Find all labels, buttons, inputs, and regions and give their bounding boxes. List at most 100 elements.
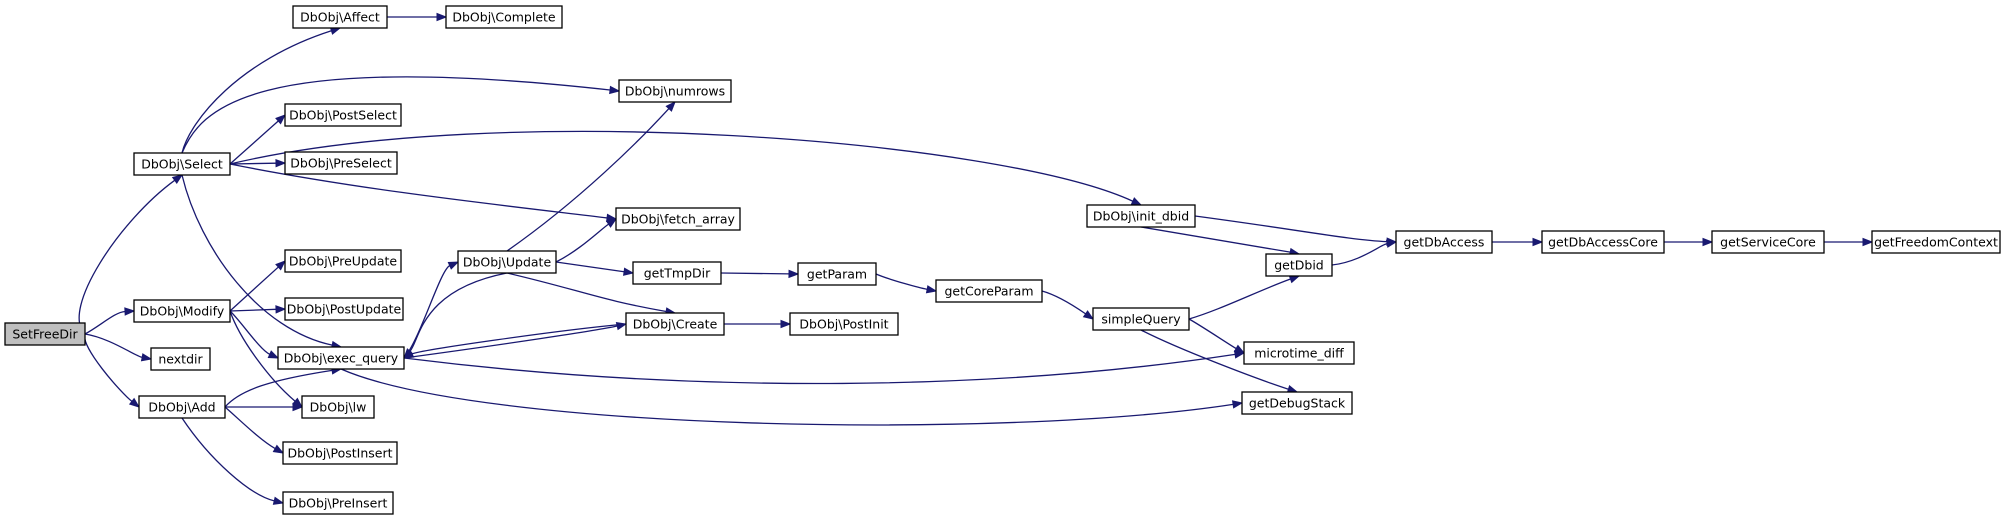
edge-modify-to-postupdate — [229, 305, 287, 314]
node-label: nextdir — [158, 352, 203, 367]
edge-line — [340, 368, 1234, 426]
edge-line — [555, 223, 609, 263]
node-box — [1092, 307, 1190, 331]
edge-simplequery-to-getdebugstack — [1140, 329, 1299, 394]
node-postupdate[interactable]: DbObj\PostUpdate — [284, 297, 404, 321]
edge-exec_query-to-update — [403, 261, 460, 359]
node-box — [277, 346, 405, 370]
node-getdbaccesscore[interactable]: getDbAccessCore — [1541, 230, 1665, 254]
node-postinit[interactable]: DbObj\PostInit — [789, 312, 899, 336]
node-label: DbObj\Modify — [140, 304, 225, 319]
node-getdbaccess[interactable]: getDbAccess — [1395, 230, 1493, 254]
node-box — [292, 5, 388, 29]
node-preupdate[interactable]: DbObj\PreUpdate — [284, 249, 402, 273]
arrowhead — [1082, 310, 1095, 320]
node-box — [301, 395, 375, 419]
edge-simplequery-to-getdbid — [1188, 275, 1301, 320]
arrowhead — [128, 397, 141, 408]
node-box — [797, 262, 877, 286]
edge-line — [229, 163, 608, 219]
node-label: DbObj\PostInit — [799, 317, 888, 332]
edge-line — [506, 272, 667, 313]
edge-line — [181, 174, 333, 346]
node-nextdir[interactable]: nextdir — [150, 347, 211, 371]
edge-line — [875, 273, 928, 290]
node-getdbid[interactable]: getDbid — [1265, 253, 1333, 277]
arrowhead — [925, 285, 938, 294]
arrowhead — [780, 319, 792, 329]
node-box — [284, 249, 402, 273]
arrowhead — [1233, 344, 1246, 354]
node-init_dbid[interactable]: DbObj\init_dbid — [1086, 204, 1196, 228]
node-getfreedomcontext[interactable]: getFreedomContext — [1871, 230, 2001, 254]
node-simplequery[interactable]: simpleQuery — [1092, 307, 1190, 331]
edge-line — [1188, 318, 1237, 350]
edge-line — [403, 325, 618, 359]
edge-line — [229, 310, 296, 402]
arrowhead — [1288, 275, 1301, 284]
arrowhead — [665, 100, 676, 112]
edge-line — [229, 120, 279, 165]
node-getdebugstack[interactable]: getDebugStack — [1241, 391, 1353, 415]
node-getparam[interactable]: getParam — [797, 262, 877, 286]
node-add[interactable]: DbObj\Add — [138, 395, 226, 419]
edge-line — [229, 310, 271, 355]
node-microtime_diff[interactable]: microtime_diff — [1243, 341, 1355, 365]
edge-line — [506, 108, 670, 252]
edge-line — [411, 323, 627, 355]
node-create[interactable]: DbObj\Create — [625, 312, 725, 336]
node-label: simpleQuery — [1101, 312, 1181, 327]
edge-modify-to-exec_query — [229, 310, 280, 359]
edge-update-to-gettmpdir — [555, 261, 635, 276]
node-update[interactable]: DbObj\Update — [457, 250, 557, 274]
node-label: DbObj\Add — [148, 400, 215, 415]
edge-getdbid-to-getdbaccess — [1331, 239, 1398, 266]
node-getcoreparam[interactable]: getCoreParam — [935, 279, 1043, 303]
arrowhead — [1532, 237, 1544, 247]
node-modify[interactable]: DbObj\Modify — [133, 299, 231, 323]
edge-add-to-postinsert — [224, 406, 285, 454]
node-exec_query[interactable]: DbObj\exec_query — [277, 346, 405, 370]
node-box — [1871, 230, 2001, 254]
edge-exec_query-to-microtime_diff — [403, 350, 1246, 385]
node-label: getCoreParam — [944, 284, 1033, 299]
edge-getdbaccesscore-to-getservicecore — [1664, 237, 1714, 247]
edge-getcoreparam-to-simplequery — [1041, 290, 1095, 320]
node-postinsert[interactable]: DbObj\PostInsert — [282, 441, 398, 465]
edge-update-to-numrows — [506, 100, 676, 252]
edge-select-to-preselect — [229, 158, 287, 168]
node-lw[interactable]: DbObj\lw — [301, 395, 375, 419]
node-box — [1711, 230, 1825, 254]
arrowhead — [140, 353, 153, 362]
node-postselect[interactable]: DbObj\PostSelect — [284, 103, 402, 127]
node-label: DbObj\lw — [310, 400, 367, 415]
node-setfreedir[interactable]: SetFreeDir — [4, 322, 86, 346]
node-label: getDebugStack — [1249, 396, 1346, 411]
edge-add-to-preinsert — [181, 417, 285, 505]
arrowhead — [1385, 239, 1398, 248]
arrowhead — [1231, 400, 1244, 409]
node-fetch_array[interactable]: DbObj\fetch_array — [615, 207, 741, 231]
node-label: getServiceCore — [1720, 235, 1816, 250]
node-preselect[interactable]: DbObj\PreSelect — [284, 151, 398, 175]
edge-add-to-lw — [225, 402, 304, 412]
edge-line — [181, 30, 332, 154]
node-complete[interactable]: DbObj\Complete — [445, 5, 563, 29]
node-box — [4, 322, 86, 346]
node-numrows[interactable]: DbObj\numrows — [618, 79, 732, 103]
node-affect[interactable]: DbObj\Affect — [292, 5, 388, 29]
node-label: DbObj\PostUpdate — [287, 302, 402, 317]
node-label: DbObj\Affect — [300, 10, 380, 25]
node-getservicecore[interactable]: getServiceCore — [1711, 230, 1825, 254]
node-box — [1395, 230, 1493, 254]
edge-line — [229, 162, 277, 165]
arrowhead — [609, 85, 621, 95]
node-gettmpdir[interactable]: getTmpDir — [632, 261, 722, 285]
edge-line — [84, 333, 133, 402]
node-preinsert[interactable]: DbObj\PreInsert — [282, 491, 394, 515]
node-box — [457, 250, 557, 274]
node-select[interactable]: DbObj\Select — [133, 152, 231, 176]
node-box — [445, 5, 563, 29]
